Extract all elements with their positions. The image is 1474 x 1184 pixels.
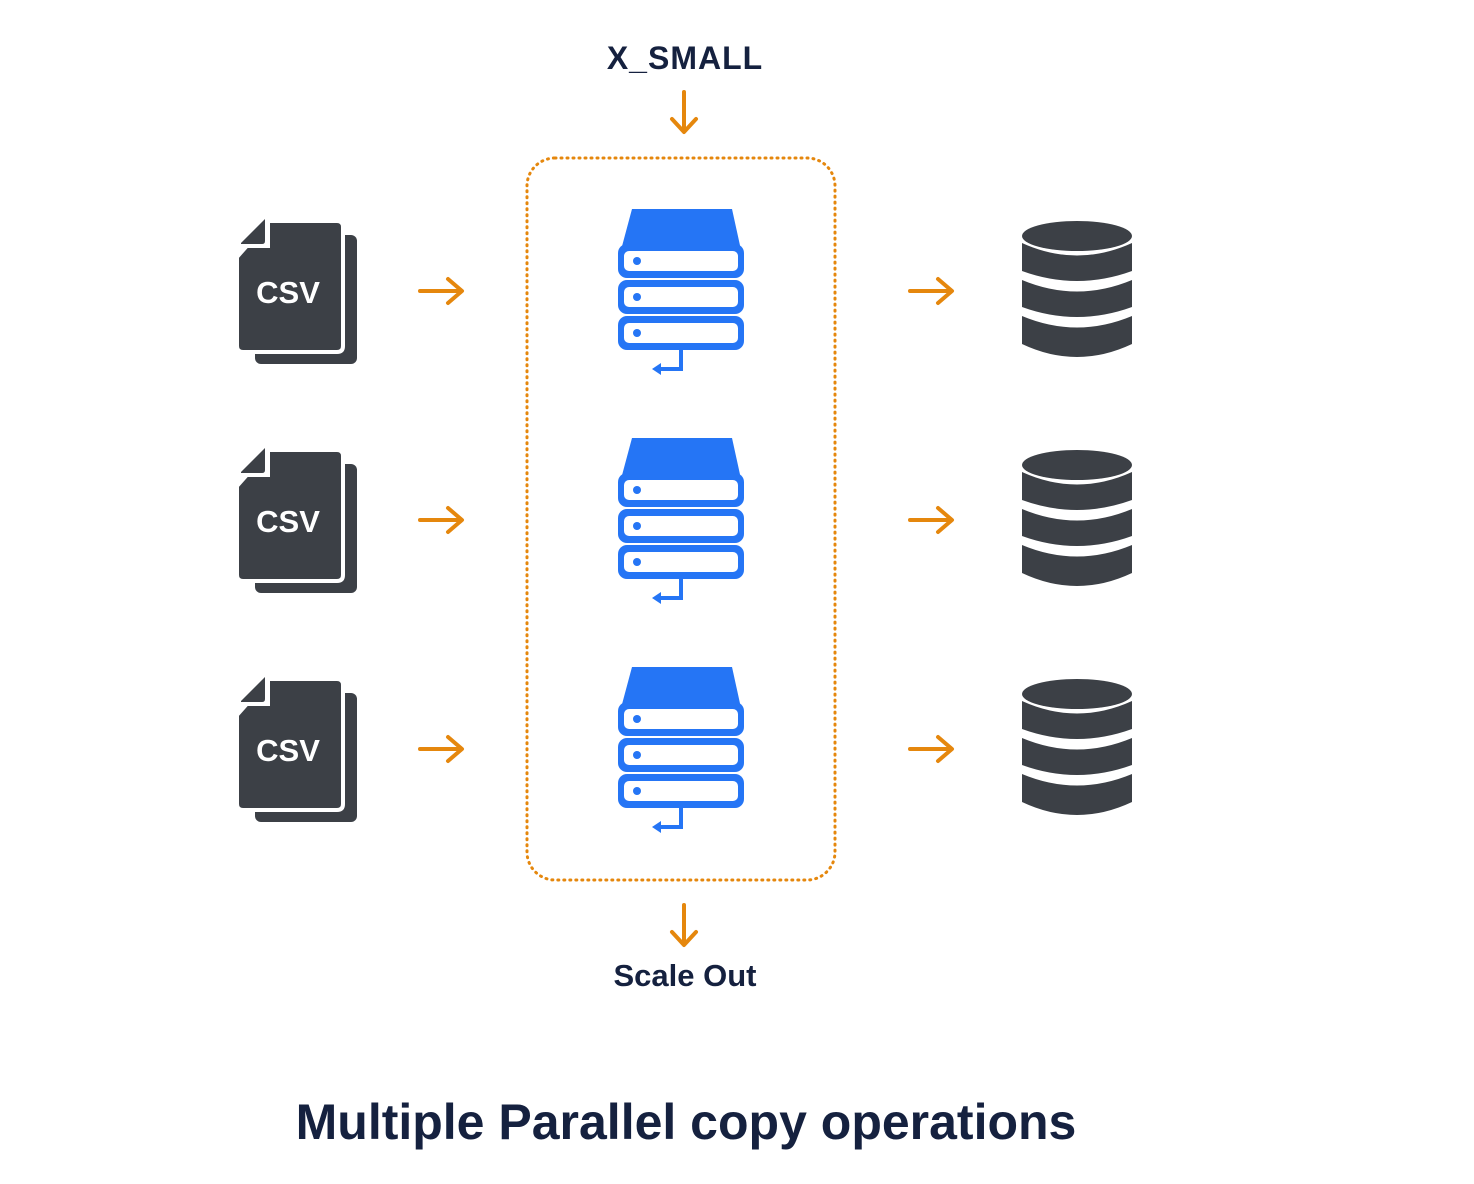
bottom-down-arrow (670, 903, 698, 947)
warehouse-boundary (525, 156, 837, 882)
database-icon (1022, 679, 1132, 815)
arrow-right-icon (908, 735, 954, 763)
arrow-right-icon (418, 735, 464, 763)
csv-label: CSV (256, 504, 320, 539)
top-down-arrow (670, 90, 698, 134)
row-2: CSV (235, 436, 1132, 606)
server-stack-icon (616, 436, 746, 606)
csv-file-icon: CSV (235, 215, 359, 366)
csv-file-icon: CSV (235, 444, 359, 595)
row-1: CSV (235, 207, 1132, 377)
arrow-right-icon (418, 277, 464, 305)
csv-label: CSV (256, 275, 320, 310)
server-stack-icon (616, 665, 746, 835)
arrow-right-icon (908, 277, 954, 305)
scale-out-label: Scale Out (613, 958, 757, 993)
diagram-caption: Multiple Parallel copy operations (295, 1094, 1077, 1150)
database-icon (1022, 221, 1132, 357)
row-3: CSV (235, 665, 1132, 835)
arrow-right-icon (908, 506, 954, 534)
arrow-right-icon (418, 506, 464, 534)
server-stack-icon (616, 207, 746, 377)
warehouse-size-label: X_SMALL (606, 40, 764, 76)
csv-label: CSV (256, 733, 320, 768)
csv-file-icon: CSV (235, 673, 359, 824)
database-icon (1022, 450, 1132, 586)
